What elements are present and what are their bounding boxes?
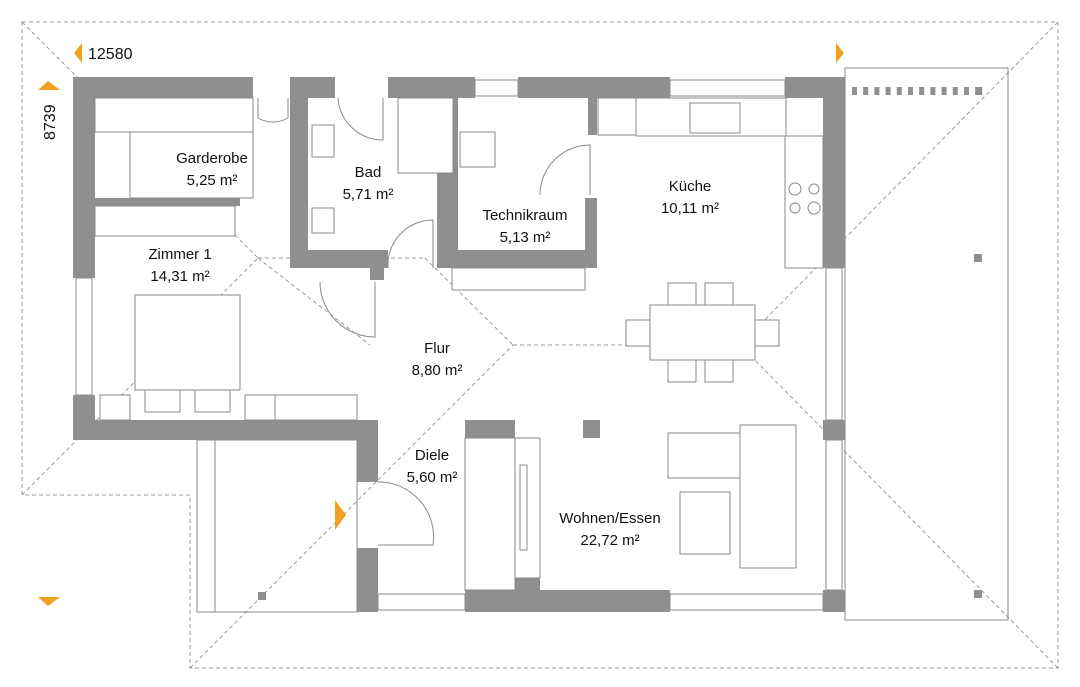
room-area-garderobe: 5,25 m² <box>187 172 238 189</box>
arrow-down-icon <box>38 597 60 606</box>
railing-post <box>874 87 880 95</box>
railing-post <box>941 87 947 95</box>
windows <box>75 79 843 611</box>
railing-post <box>885 87 891 95</box>
room-area-kueche: 10,11 m² <box>661 200 719 217</box>
railing-post <box>908 87 913 95</box>
railing-post <box>852 87 857 95</box>
dimension-markers: 12580 8739 <box>38 43 844 606</box>
room-name-kueche: Küche <box>669 178 712 195</box>
railing-post <box>919 87 925 95</box>
room-name-technikraum: Technikraum <box>482 207 567 224</box>
room-name-wohnen-essen: Wohnen/Essen <box>559 510 660 527</box>
railing-post <box>975 87 983 95</box>
depth-dimension: 8739 <box>42 104 59 140</box>
room-area-bad: 5,71 m² <box>343 186 394 203</box>
arrow-up-icon <box>38 81 60 90</box>
furniture <box>94 97 824 591</box>
railing-post <box>952 87 958 95</box>
room-name-garderobe: Garderobe <box>176 150 248 167</box>
arrow-right-icon <box>836 43 844 63</box>
room-area-wohnen-essen: 22,72 m² <box>580 532 639 549</box>
arrow-left-icon <box>74 43 82 63</box>
doors <box>257 97 591 546</box>
railing-post <box>964 87 969 95</box>
room-labels: Garderobe 5,25 m² Bad 5,71 m² Technikrau… <box>148 150 719 549</box>
railing-post <box>896 87 902 95</box>
room-area-flur: 8,80 m² <box>412 362 463 379</box>
railing-post <box>930 87 936 95</box>
room-name-flur: Flur <box>424 340 450 357</box>
width-dimension: 12580 <box>88 46 133 63</box>
room-name-zimmer-1: Zimmer 1 <box>148 246 211 263</box>
railing-post <box>863 87 869 95</box>
entrance-arrow-icon <box>335 500 346 530</box>
walls <box>73 77 845 612</box>
room-area-zimmer-1: 14,31 m² <box>150 268 209 285</box>
room-name-diele: Diele <box>415 447 449 464</box>
room-area-diele: 5,60 m² <box>407 469 458 486</box>
room-name-bad: Bad <box>355 164 382 181</box>
room-area-technikraum: 5,13 m² <box>500 229 551 246</box>
terrace <box>196 67 1009 621</box>
